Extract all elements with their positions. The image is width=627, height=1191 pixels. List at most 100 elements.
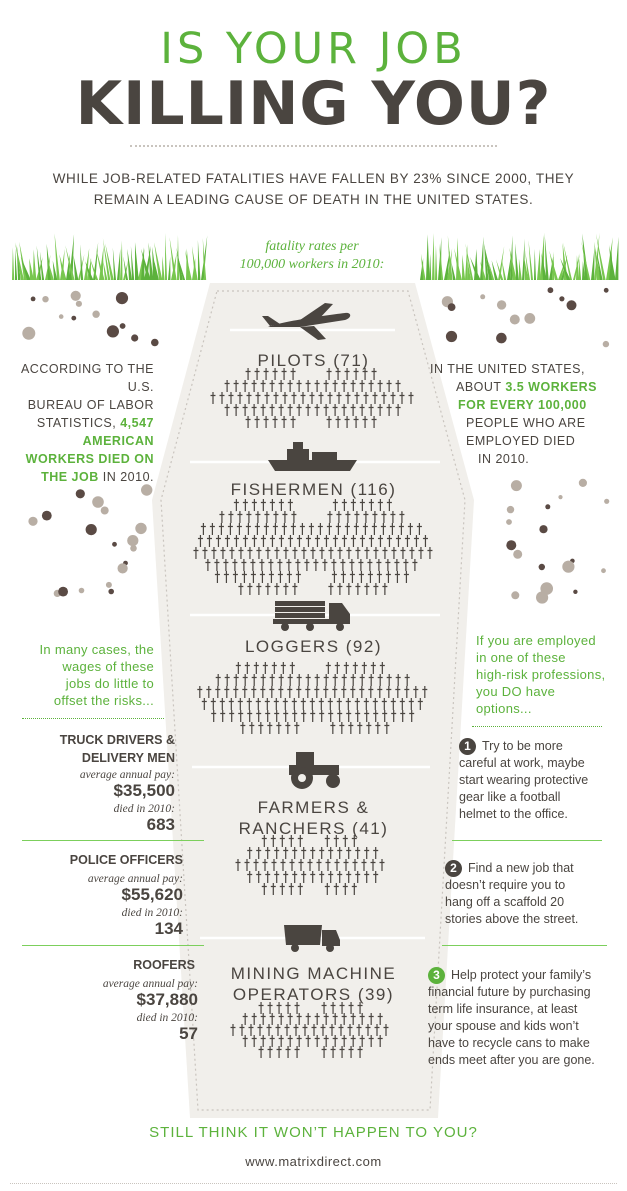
grave-cross xyxy=(418,547,424,559)
grave-cross xyxy=(314,380,320,392)
grave-cross xyxy=(395,535,401,547)
grass-blade xyxy=(501,258,507,280)
grave-cross xyxy=(333,835,339,847)
grave-cross xyxy=(255,392,261,404)
grave-cross xyxy=(325,859,331,871)
left-stat-line-2: BUREAU OF LABOR xyxy=(27,398,154,412)
grave-cross xyxy=(350,674,356,686)
grave-cross xyxy=(233,674,239,686)
died-label: died in 2010: xyxy=(121,907,183,919)
job-police-officers: POLICE OFFICERS average annual pay: $55,… xyxy=(20,851,183,939)
grave-cross xyxy=(211,710,217,722)
grave-cross xyxy=(242,1013,248,1025)
grave-cross xyxy=(296,686,302,698)
dirt-dot xyxy=(547,287,554,294)
grave-cross xyxy=(335,368,341,380)
grave-cross xyxy=(353,416,359,428)
grass-blade xyxy=(89,256,99,280)
grave-cross xyxy=(391,547,397,559)
grave-cross xyxy=(362,523,368,535)
grave-cross xyxy=(342,883,348,895)
grave-cross xyxy=(271,662,277,674)
grave-cross xyxy=(323,535,329,547)
grave-cross xyxy=(296,1013,302,1025)
grave-cross xyxy=(269,686,275,698)
grave-cross xyxy=(260,404,266,416)
left-note-line-4: offset the risks... xyxy=(53,693,154,708)
grave-cross xyxy=(287,404,293,416)
grave-cross xyxy=(359,1013,365,1025)
grave-cross xyxy=(259,559,265,571)
grave-cross xyxy=(323,674,329,686)
grave-cross xyxy=(214,571,220,583)
grave-cross xyxy=(382,583,388,595)
dirt-dot xyxy=(105,581,112,588)
grave-cross xyxy=(328,871,334,883)
grave-cross xyxy=(271,859,277,871)
grave-cross xyxy=(241,571,247,583)
grave-cross xyxy=(229,710,235,722)
grass-blade xyxy=(524,250,531,280)
grave-cross xyxy=(332,1035,338,1047)
dirt-dot xyxy=(513,549,523,559)
grave-cross xyxy=(321,1002,327,1014)
right-stat-line-5: EMPLOYED DIED xyxy=(466,434,576,448)
grave-cross xyxy=(404,674,410,686)
grave-cross xyxy=(251,499,257,511)
grave-cross xyxy=(335,416,341,428)
grass-blade xyxy=(165,233,168,280)
dirt-dot xyxy=(141,484,153,496)
grass-blade xyxy=(582,233,589,280)
tip-line: Try to be more xyxy=(482,739,563,753)
grass-blade xyxy=(99,245,104,280)
pay-label: average annual pay: xyxy=(79,769,175,781)
grave-cross xyxy=(277,559,283,571)
grass-blade xyxy=(562,242,568,280)
grave-cross xyxy=(228,698,234,710)
grave-cross xyxy=(332,686,338,698)
grave-cross xyxy=(373,710,379,722)
died-value: 683 xyxy=(146,815,175,834)
grass-blade xyxy=(84,248,90,280)
grave-cross xyxy=(239,1024,245,1036)
grave-cross xyxy=(262,859,268,871)
footer-question: STILL THINK IT WON’T HAPPEN TO YOU? xyxy=(149,1124,478,1141)
dirt-dot xyxy=(578,478,588,487)
grave-cross xyxy=(254,368,260,380)
grave-cross xyxy=(235,662,241,674)
grave-cross xyxy=(381,511,387,523)
grave-cross xyxy=(319,710,325,722)
category-farmers-line-1: FARMERS & xyxy=(257,798,370,817)
dirt-dot xyxy=(135,522,147,535)
dump-truck-icon xyxy=(284,925,340,952)
grave-cross xyxy=(274,871,280,883)
grave-cross xyxy=(214,559,220,571)
grave-cross xyxy=(282,511,288,523)
footer-url[interactable]: www.matrixdirect.com xyxy=(245,1154,382,1169)
grave-cross xyxy=(403,559,409,571)
grave-cross xyxy=(340,559,346,571)
grave-cross xyxy=(202,547,208,559)
grass-blade xyxy=(59,254,67,280)
grave-cross xyxy=(228,392,234,404)
grave-cross xyxy=(287,499,293,511)
coffin-outer xyxy=(152,283,474,1118)
grave-cross xyxy=(265,547,271,559)
grave-cross xyxy=(282,698,288,710)
grave-cross xyxy=(413,686,419,698)
grave-cross xyxy=(346,547,352,559)
grass-blade xyxy=(515,243,519,280)
grass-blade xyxy=(606,237,613,280)
left-stat-line-1: ACCORDING TO THE U.S. xyxy=(20,362,154,394)
grass-blade xyxy=(429,253,432,280)
grave-cross xyxy=(386,686,392,698)
grave-cross xyxy=(339,1046,345,1058)
grave-cross xyxy=(245,368,251,380)
grave-cross xyxy=(351,835,357,847)
grave-cross xyxy=(341,1035,347,1047)
grave-cross xyxy=(224,535,230,547)
grave-cross xyxy=(197,686,203,698)
grave-cross xyxy=(377,674,383,686)
grave-cross xyxy=(219,392,225,404)
grave-cross xyxy=(278,686,284,698)
